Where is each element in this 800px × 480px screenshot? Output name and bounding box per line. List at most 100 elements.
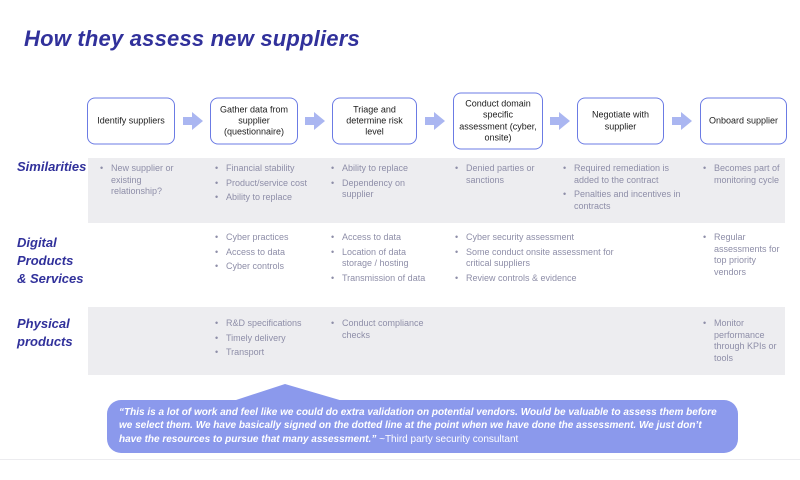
bullet-dot-icon: • <box>215 177 219 188</box>
bullet-dot-icon: • <box>703 318 707 328</box>
flow-step-5: Negotiate with supplier <box>577 97 664 145</box>
bullet-text: Cyber controls <box>226 261 285 272</box>
bullet-dot-icon: • <box>331 273 335 284</box>
bullet-text: Becomes part of monitoring cycle <box>714 163 780 185</box>
bullet-dot-icon: • <box>215 163 219 173</box>
bullet-dot-icon: • <box>331 163 335 173</box>
arrow-right-icon <box>425 112 445 135</box>
bullet-dot-icon: • <box>215 192 219 203</box>
matrix-cell: •New supplier or existing relationship? <box>100 163 192 201</box>
bullet-item: • Timely delivery <box>215 333 311 345</box>
bullet-item: • Ability to replace <box>215 192 311 204</box>
bullet-dot-icon: • <box>215 332 219 343</box>
bullet-item: • Review controls & evidence <box>455 273 615 285</box>
bullet-item: •Monitor performance through KPIs or too… <box>703 318 789 365</box>
bullet-item: • Ability to replace <box>331 163 431 175</box>
bullet-item: • Transport <box>215 347 311 359</box>
bullet-dot-icon: • <box>215 347 219 358</box>
flow-step-label: Identify suppliers <box>97 115 165 126</box>
matrix-cell: • Conduct compliance checks <box>331 318 431 344</box>
row-band <box>88 307 785 375</box>
bullet-dot-icon: • <box>563 163 567 173</box>
bullet-text: Cyber security assessment <box>466 232 575 242</box>
bullet-text: Timely delivery <box>226 332 286 343</box>
bullet-dot-icon: • <box>215 318 219 328</box>
bullet-item: • Required remediation is added to the co… <box>563 163 695 186</box>
bullet-item: • Regular assessments for top priority ve… <box>703 232 789 279</box>
arrow-right-icon <box>182 112 203 135</box>
bullet-item: • Becomes part of monitoring cycle <box>703 163 789 186</box>
bullet-item: • Denied parties or sanctions <box>455 163 567 186</box>
matrix-cell: •Cyber practices•Access to data•Cyber co… <box>215 232 311 276</box>
matrix-cell: • Denied parties or sanctions <box>455 163 567 189</box>
bullet-text: Required remediation is added to the con… <box>574 163 670 185</box>
bullet-item: •Cyber security assessment <box>455 232 615 244</box>
bullet-text: Access to data <box>226 246 286 257</box>
arrow-right-icon <box>550 112 570 135</box>
bullet-text: Financial stability <box>226 163 295 173</box>
bullet-text: Location of data storage / hosting <box>342 246 409 269</box>
bullet-item: •Access to data <box>331 232 431 244</box>
arrow-right-icon <box>672 112 692 135</box>
bullet-text: Regular assessments for top priority ven… <box>714 232 780 278</box>
flow-step-label: Gather data from supplier (questionnaire… <box>219 104 289 137</box>
bullet-dot-icon: • <box>331 318 335 328</box>
arrow-right-icon <box>305 112 325 135</box>
flow-step-label: Negotiate with supplier <box>591 109 650 131</box>
matrix-cell: • Regular assessments for top priority ve… <box>703 232 789 282</box>
bottom-divider <box>0 459 800 460</box>
bullet-text: Dependency on supplier <box>342 177 406 200</box>
flow-step-4: Conduct domain specific assessment (cybe… <box>453 92 543 150</box>
flow-step-label: Conduct domain specific assessment (cybe… <box>459 98 537 143</box>
bullet-dot-icon: • <box>455 246 459 257</box>
matrix-cell: •Monitor performance through KPIs or too… <box>703 318 789 368</box>
matrix-cell: •Access to data•Location of data storage… <box>331 232 431 288</box>
bullet-text: Penalties and incentives in contracts <box>574 189 681 212</box>
quote-attribution: ~Third party security consultant <box>379 433 519 445</box>
bullet-dot-icon: • <box>215 232 219 242</box>
bullet-dot-icon: • <box>703 232 707 242</box>
bullet-item: •New supplier or existing relationship? <box>100 163 192 198</box>
bullet-text: Transmission of data <box>342 273 426 284</box>
row-band <box>88 158 785 223</box>
bullet-dot-icon: • <box>331 232 335 242</box>
matrix-cell: • Required remediation is added to the co… <box>563 163 695 216</box>
bullet-dot-icon: • <box>100 163 104 173</box>
bullet-item: •Product/service cost <box>215 178 311 190</box>
flow-step-2: Gather data from supplier (questionnaire… <box>210 97 298 145</box>
bullet-dot-icon: • <box>563 189 567 200</box>
bullet-text: Review controls & evidence <box>466 273 577 284</box>
bullet-item: •Cyber controls <box>215 261 311 273</box>
bullet-text: Denied parties or sanctions <box>466 163 535 185</box>
bullet-item: • Penalties and incentives in contracts <box>563 189 695 212</box>
bullet-dot-icon: • <box>331 246 335 257</box>
bullet-text: Ability to replace <box>226 192 293 203</box>
speech-bubble-pointer <box>233 384 343 401</box>
flow-step-6: Onboard supplier <box>700 97 787 145</box>
quote-callout: “This is a lot of work and feel like we … <box>107 384 738 454</box>
page-title: How they assess new suppliers <box>24 26 360 51</box>
flow-step-label: Onboard supplier <box>708 115 779 126</box>
bullet-dot-icon: • <box>455 273 459 284</box>
bullet-text: R&D specifications <box>226 318 302 328</box>
flow-step-3: Triage and determine risk level <box>332 97 417 145</box>
bullet-dot-icon: • <box>455 163 459 173</box>
bullet-dot-icon: • <box>331 177 335 188</box>
bullet-item: • Location of data storage / hosting <box>331 247 431 270</box>
bullet-item: •Access to data <box>215 247 311 259</box>
bullet-text: Transport <box>226 347 265 358</box>
matrix-cell: • R&D specifications • Timely delivery • Tran… <box>215 318 311 362</box>
bullet-item: • Transmission of data <box>331 273 431 285</box>
bullet-item: • Conduct compliance checks <box>331 318 431 341</box>
matrix-cell: • Ability to replace • Dependency on suppli… <box>331 163 431 204</box>
matrix-cell: •Cyber security assessment•Some conduct … <box>455 232 615 288</box>
row-label: Similarities <box>17 159 87 174</box>
bullet-text: Some conduct onsite assessment for criti… <box>466 246 614 269</box>
bullet-text: Conduct compliance checks <box>342 318 424 340</box>
bullet-text: Ability to replace <box>342 163 409 173</box>
bullet-item: • Some conduct onsite assessment for crit… <box>455 247 615 270</box>
bullet-dot-icon: • <box>703 163 707 173</box>
bullet-item: • Financial stability <box>215 163 311 175</box>
